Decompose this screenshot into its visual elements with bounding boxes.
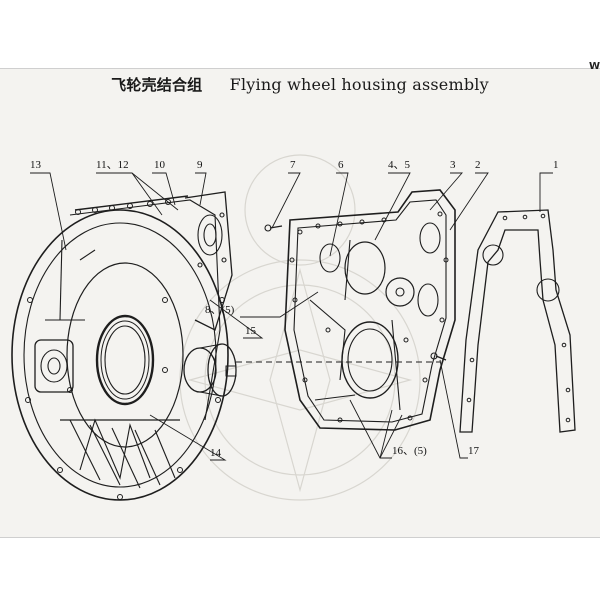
callout-4-5: 4、5 (388, 159, 410, 171)
callout-15: 15 (245, 325, 257, 337)
upper-cover-plate (184, 191, 233, 331)
title-chinese: 飞轮壳结合组 (111, 76, 203, 94)
callout-9: 9 (197, 159, 203, 171)
callout-6: 6 (338, 159, 344, 171)
watermark-graphic (179, 154, 421, 501)
callout-13: 13 (30, 159, 42, 171)
callout-2: 2 (475, 159, 481, 171)
diagram-title: 飞轮壳结合组 Flying wheel housing assembly (0, 74, 600, 95)
leader-lines (30, 172, 553, 461)
drawing-sheet (0, 68, 600, 538)
corner-mark: W (588, 61, 600, 72)
flywheel-housing (11, 195, 229, 501)
bolt-17 (430, 352, 447, 361)
callout-14: 14 (210, 447, 222, 459)
callout-1: 1 (553, 159, 559, 171)
callout-16-5: 16、(5) (392, 445, 427, 457)
title-english: Flying wheel housing assembly (229, 75, 489, 94)
callout-17: 17 (468, 445, 480, 457)
cover-gasket (459, 209, 576, 433)
timing-gear-cover (284, 189, 456, 431)
callout-8-5: 8、(5) (205, 304, 235, 316)
callout-11-12: 11、12 (96, 159, 129, 171)
callout-labels: 1 2 3 4、5 6 7 8、(5) 9 10 11、12 13 14 15 … (30, 159, 559, 459)
callout-3: 3 (450, 159, 456, 171)
callout-10: 10 (154, 159, 166, 171)
callout-7: 7 (290, 159, 296, 171)
cylindrical-cap (183, 343, 237, 397)
